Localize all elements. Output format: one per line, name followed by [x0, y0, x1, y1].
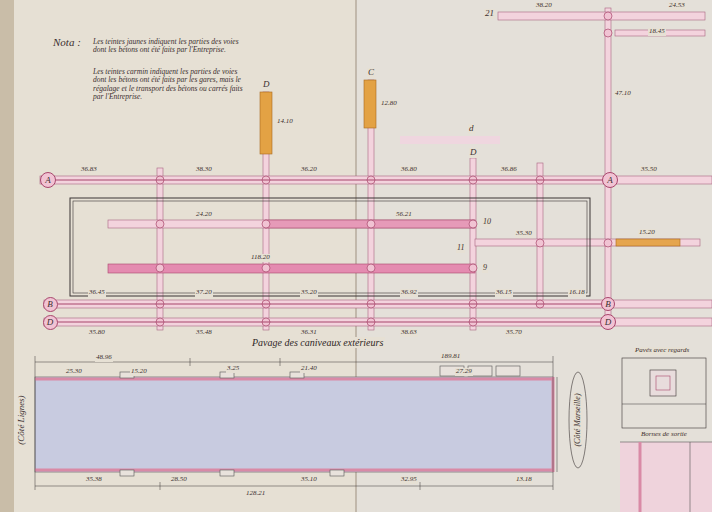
station-letter: A: [607, 176, 613, 185]
station-letter: B: [605, 300, 611, 309]
dimension-label: D: [469, 148, 478, 158]
dimension-label: 56.21: [395, 211, 413, 219]
dimension-label: 36.80: [400, 166, 418, 174]
dimension-label: 48.96: [95, 354, 113, 362]
dimension-label: 24.20: [195, 211, 213, 219]
dimension-label: 36.15: [495, 289, 513, 297]
station-circle: A: [40, 172, 56, 188]
dimension-label: 35.10: [300, 476, 318, 484]
station-letter: A: [45, 176, 51, 185]
dimension-label: 10: [482, 218, 492, 227]
dimension-label: 36.31: [300, 329, 318, 337]
dimension-label: 32.95: [400, 476, 418, 484]
channel-line: [58, 321, 601, 322]
dimension-label: 38.30: [195, 166, 213, 174]
dimension-label: Pavés avec regards: [634, 347, 690, 355]
side-label: (Côté Lignes): [17, 394, 27, 445]
station-circle: D: [600, 314, 616, 330]
dimension-label: Nota :: [52, 36, 82, 48]
dimension-label: Bornes de sortie: [640, 431, 688, 439]
dimension-label: 36.45: [88, 289, 106, 297]
dimension-label: 35.38: [85, 476, 103, 484]
station-circle: B: [601, 297, 615, 311]
dimension-label: 13.18: [515, 476, 533, 484]
dimension-label: 21: [484, 9, 495, 19]
dimension-label: d: [468, 124, 475, 134]
dimension-label: D: [262, 80, 271, 90]
channel-line: [58, 303, 602, 304]
dimension-label: 27.29: [455, 368, 473, 376]
side-label: (Côté Marseille): [574, 392, 583, 447]
dimension-label: 38.63: [400, 329, 418, 337]
dimension-label: 35.20: [300, 289, 318, 297]
station-circle: B: [43, 297, 58, 312]
dimension-label: 15.20: [638, 229, 656, 237]
dimension-label: 14.10: [276, 118, 294, 126]
dimension-label: 189.81: [440, 353, 461, 361]
dimension-label: 47.10: [614, 90, 632, 98]
dimension-label: 35.80: [88, 329, 106, 337]
dimension-label: 37.20: [195, 289, 213, 297]
dimension-label: 15.20: [130, 368, 148, 376]
dimension-label: 12.80: [380, 100, 398, 108]
dimension-label: 35.48: [195, 329, 213, 337]
station-letter: B: [47, 300, 53, 309]
dimension-label: 28.50: [170, 476, 188, 484]
station-circle: D: [43, 315, 58, 330]
dimension-label: 11: [456, 244, 465, 253]
channel-line: [56, 179, 602, 180]
dimension-label: 118.20: [250, 254, 271, 262]
dimension-label: 35.50: [640, 166, 658, 174]
dimension-label: 36.20: [300, 166, 318, 174]
dimension-label: 35.70: [505, 329, 523, 337]
note-text: Les teintes carmin indiquent les parties…: [92, 68, 244, 101]
dimension-label: 36.92: [400, 289, 418, 297]
station-letter: D: [47, 318, 54, 327]
dimension-label: 3.25: [226, 365, 240, 373]
dimension-label: 25.30: [65, 368, 83, 376]
station-letter: D: [605, 318, 612, 327]
dimension-label: 35.30: [515, 230, 533, 238]
dimension-label: 128.21: [245, 490, 266, 498]
dimension-label: 24.53: [668, 2, 686, 10]
dimension-label: C: [367, 68, 375, 78]
dimension-label: 36.83: [80, 166, 98, 174]
note-text: Les teintes jaunes indiquent les parties…: [92, 38, 244, 55]
dimension-label: 18.45: [648, 28, 666, 36]
drawing-title: Pavage des caniveaux extérieurs: [250, 337, 385, 348]
dimension-label: 9: [482, 264, 488, 273]
dimension-label: 38.20: [535, 2, 553, 10]
dimension-label: 21.40: [300, 365, 318, 373]
station-circle: A: [602, 172, 618, 188]
dimension-label: 16.18: [568, 289, 586, 297]
dimension-label: 36.86: [500, 166, 518, 174]
